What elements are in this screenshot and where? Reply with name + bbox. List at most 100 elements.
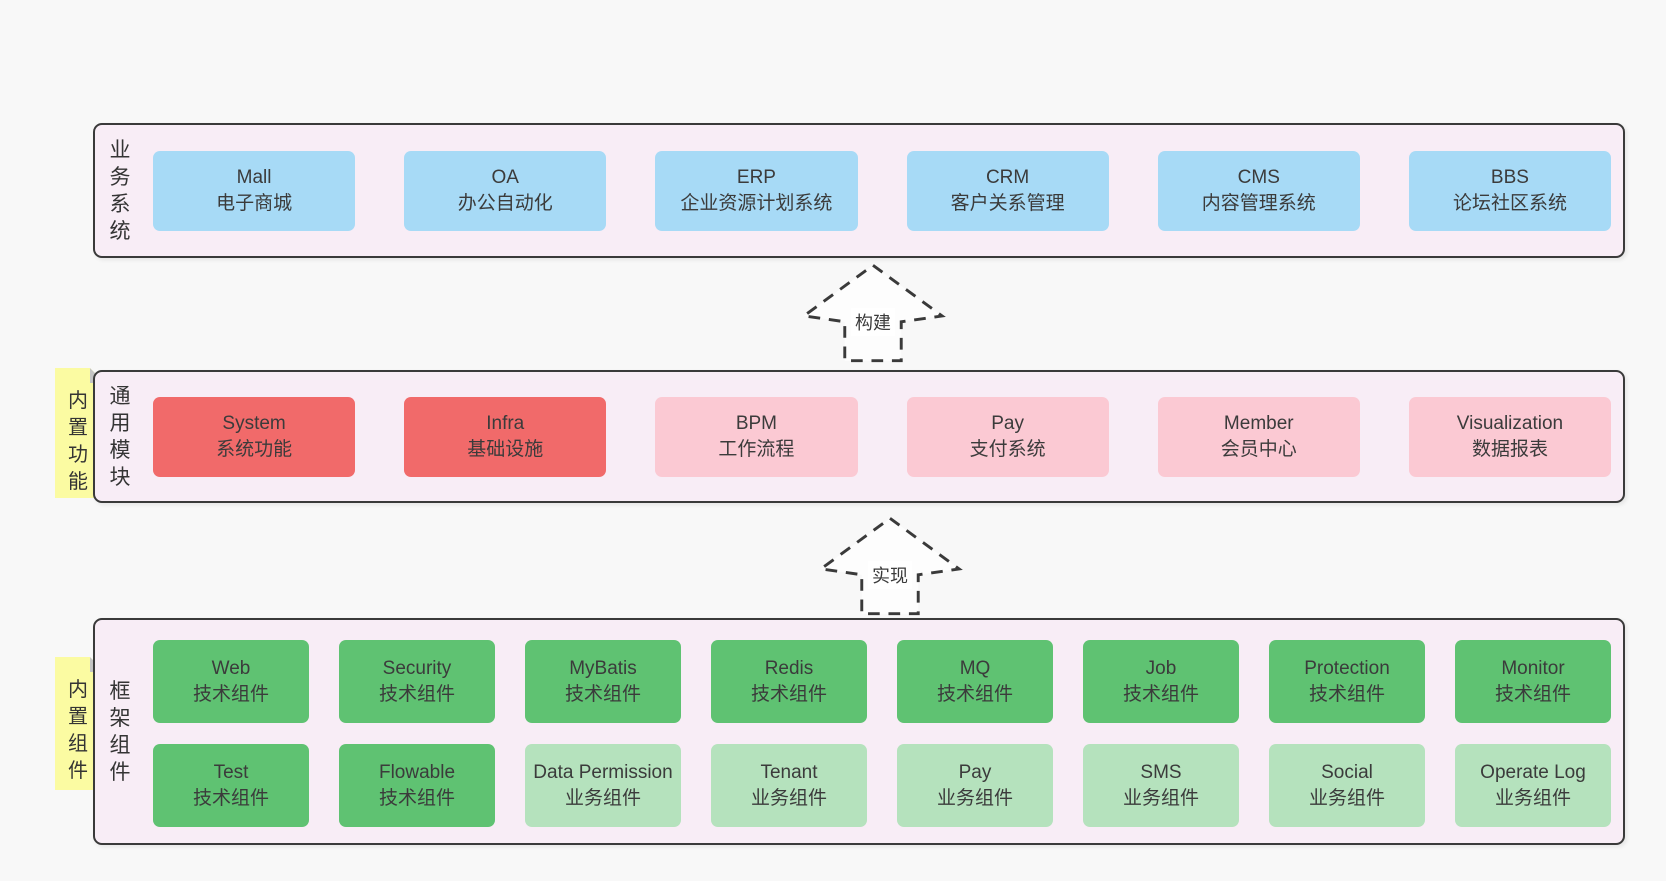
box-subtitle: 电子商城 [216,192,293,214]
box-bpm: BPM 工作流程 [655,396,858,477]
box-title: CRM [985,166,1030,188]
box-title: Social [1321,761,1373,783]
box-title: ERP [736,166,776,188]
box-social: Social 业务组件 [1269,744,1425,827]
box-subtitle: 客户关系管理 [950,192,1065,214]
framework-boxes-row-1: Web 技术组件 Security 技术组件 MyBatis 技术组件 Redi… [153,640,1611,723]
box-system: System 系统功能 [153,396,356,477]
box-subtitle: 系统功能 [216,438,293,460]
box-subtitle: 技术组件 [192,683,269,705]
box-title: Pay [991,412,1024,434]
box-title: BPM [735,412,778,434]
box-title: Operate Log [1480,761,1586,783]
box-subtitle: 技术组件 [378,683,455,705]
box-monitor: Monitor 技术组件 [1455,640,1611,723]
box-job: Job 技术组件 [1083,640,1239,723]
box-title: Pay [958,761,992,783]
box-protection: Protection 技术组件 [1269,640,1425,723]
box-title: Flowable [378,761,456,783]
box-mybatis: MyBatis 技术组件 [525,640,681,723]
box-title: Visualization [1456,412,1564,434]
box-subtitle: 论坛社区系统 [1452,192,1567,214]
section-label-framework-components: 框架组件 [109,679,131,784]
box-title: Web [211,657,251,679]
box-subtitle: 内容管理系统 [1201,192,1316,214]
box-title: Job [1145,657,1177,679]
box-erp: ERP 企业资源计划系统 [655,150,858,231]
box-title: System [222,412,286,434]
box-operate-log: Operate Log 业务组件 [1455,744,1611,827]
section-framework-components: 框架组件 Web 技术组件 Security 技术组件 MyBatis 技术组件… [93,618,1625,845]
box-subtitle: 业务组件 [750,787,827,809]
box-member: Member 会员中心 [1157,396,1360,477]
box-oa: OA 办公自动化 [404,150,607,231]
arrow-label-implement: 实现 [868,561,912,589]
box-title: Security [382,657,452,679]
box-subtitle: 业务组件 [936,787,1013,809]
box-subtitle: 技术组件 [936,683,1013,705]
box-title: Test [213,761,249,783]
box-pay: Pay 支付系统 [906,396,1109,477]
business-boxes-row: Mall 电子商城 OA 办公自动化 ERP 企业资源计划系统 CRM 客户关系… [153,150,1612,231]
box-subtitle: 支付系统 [969,438,1046,460]
box-subtitle: 会员中心 [1220,438,1297,460]
box-test: Test 技术组件 [153,744,309,827]
box-infra: Infra 基础设施 [404,396,607,477]
box-cms: CMS 内容管理系统 [1157,150,1360,231]
box-title: OA [491,166,519,188]
box-subtitle: 技术组件 [1308,683,1385,705]
box-subtitle: 数据报表 [1471,438,1548,460]
box-title: Member [1223,412,1294,434]
box-redis: Redis 技术组件 [711,640,867,723]
box-subtitle: 业务组件 [564,787,641,809]
modules-boxes-row: System 系统功能 Infra 基础设施 BPM 工作流程 Pay 支付系统… [153,396,1612,477]
box-title: Infra [486,412,525,434]
arrow-label-build: 构建 [851,308,895,336]
box-title: MyBatis [569,657,637,679]
box-subtitle: 技术组件 [750,683,827,705]
sticky-note-label: 内置组件 [68,679,88,782]
section-label-common-modules: 通用模块 [109,384,131,489]
sticky-note-label: 内置功能 [68,390,88,493]
box-subtitle: 基础设施 [467,438,544,460]
box-mall: Mall 电子商城 [153,150,356,231]
box-title: MQ [959,657,991,679]
box-title: Tenant [760,761,818,783]
box-title: Mall [236,166,272,188]
box-subtitle: 业务组件 [1494,787,1571,809]
box-sms: SMS 业务组件 [1083,744,1239,827]
box-subtitle: 技术组件 [192,787,269,809]
box-subtitle: 技术组件 [1122,683,1199,705]
box-tenant: Tenant 业务组件 [711,744,867,827]
box-mq: MQ 技术组件 [897,640,1053,723]
box-title: Monitor [1501,657,1565,679]
box-subtitle: 技术组件 [1494,683,1571,705]
box-subtitle: 技术组件 [564,683,641,705]
box-crm: CRM 客户关系管理 [906,150,1109,231]
box-subtitle: 技术组件 [378,787,455,809]
box-title: SMS [1140,761,1182,783]
box-pay-biz: Pay 业务组件 [897,744,1053,827]
box-data-permission: Data Permission 业务组件 [525,744,681,827]
box-title: Data Permission [533,761,673,783]
box-subtitle: 办公自动化 [457,192,553,214]
box-flowable: Flowable 技术组件 [339,744,495,827]
box-subtitle: 工作流程 [718,438,795,460]
box-subtitle: 企业资源计划系统 [680,192,833,214]
arrow-build: 构建 [800,261,946,365]
box-subtitle: 业务组件 [1308,787,1385,809]
box-title: CMS [1237,166,1280,188]
section-business-systems: 业务系统 Mall 电子商城 OA 办公自动化 ERP 企业资源计划系统 CRM… [93,123,1625,258]
section-label-business-systems: 业务系统 [109,138,131,243]
box-visualization: Visualization 数据报表 [1408,396,1612,477]
box-title: Redis [764,657,814,679]
section-common-modules: 通用模块 System 系统功能 Infra 基础设施 BPM 工作流程 Pay… [93,370,1625,503]
box-title: Protection [1304,657,1390,679]
arrow-implement: 实现 [817,514,963,618]
box-security: Security 技术组件 [339,640,495,723]
framework-boxes-row-2: Test 技术组件 Flowable 技术组件 Data Permission … [153,744,1611,827]
box-subtitle: 业务组件 [1122,787,1199,809]
box-bbs: BBS 论坛社区系统 [1408,150,1612,231]
box-web: Web 技术组件 [153,640,309,723]
